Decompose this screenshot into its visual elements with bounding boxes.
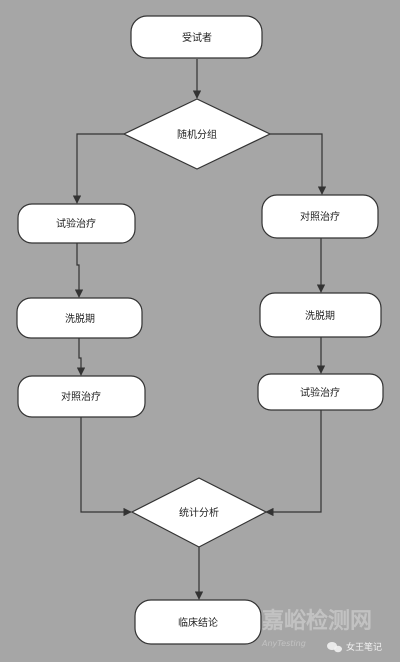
node-left-washout-label: 洗脱期	[65, 312, 95, 325]
node-right-washout: 洗脱期	[259, 292, 382, 338]
node-right-control-treatment: 对照治疗	[261, 194, 379, 239]
edge-left-control-to-analysis	[80, 417, 132, 517]
node-clinical-conclusion: 临床结论	[134, 599, 262, 645]
edge-randomization-to-left-trial	[72, 133, 124, 204]
node-left-control-treatment-label: 对照治疗	[61, 390, 101, 403]
watermark-site-sub-text: AnyTesting	[261, 639, 306, 648]
node-right-trial-treatment: 试验治疗	[257, 373, 384, 411]
watermark-site-text: 嘉峪检测网	[262, 608, 372, 634]
edge-right-trial-to-analysis	[265, 410, 322, 517]
node-clinical-conclusion-label: 临床结论	[178, 616, 218, 629]
connectors	[72, 59, 327, 600]
watermark-account-text: 女王笔记	[346, 641, 382, 653]
edge-randomization-to-right-control	[270, 133, 327, 195]
edge-left-trial-to-washout	[74, 243, 84, 298]
node-left-trial-treatment: 试验治疗	[17, 203, 136, 244]
node-right-trial-treatment-label: 试验治疗	[300, 386, 340, 399]
node-statistical-analysis-label: 统计分析	[179, 506, 219, 519]
node-subjects-label: 受试者	[182, 31, 212, 44]
node-randomization: 随机分组	[122, 98, 272, 170]
node-left-washout: 洗脱期	[16, 297, 143, 339]
node-randomization-label: 随机分组	[177, 128, 217, 141]
node-left-trial-treatment-label: 试验治疗	[56, 217, 96, 230]
node-statistical-analysis: 统计分析	[130, 477, 268, 548]
node-subjects: 受试者	[130, 15, 263, 59]
node-right-control-treatment-label: 对照治疗	[300, 210, 340, 223]
node-left-control-treatment: 对照治疗	[17, 375, 146, 418]
node-right-washout-label: 洗脱期	[305, 309, 335, 322]
wechat-icon	[327, 642, 342, 653]
edge-left-washout-to-control	[76, 337, 86, 376]
watermark: 嘉峪检测网 AnyTesting 女王笔记	[261, 608, 382, 653]
